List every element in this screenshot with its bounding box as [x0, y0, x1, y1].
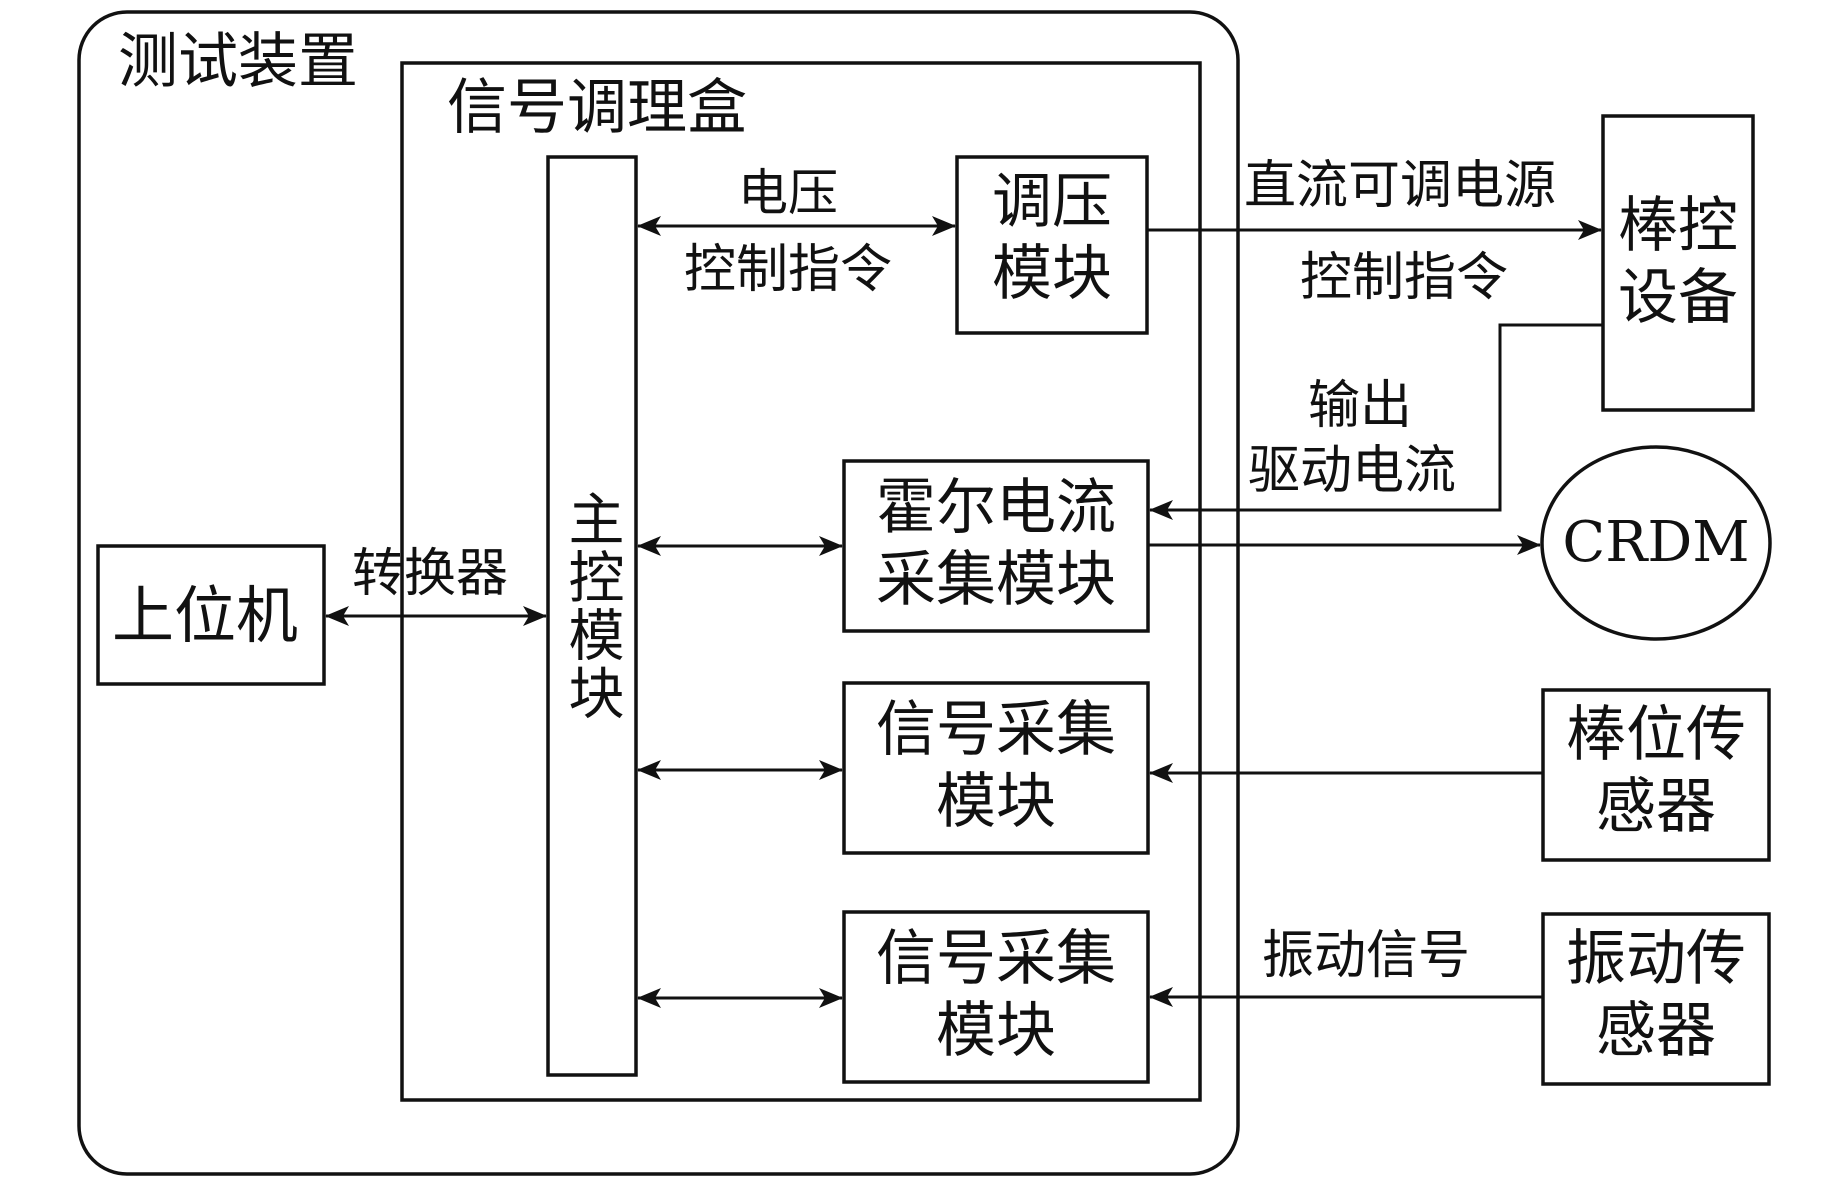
signal-box-container	[400, 61, 1202, 1102]
host-label: 上位机	[112, 579, 299, 652]
signal-acq-1-box	[842, 681, 1150, 855]
signal-acq-2-line-2: 模块	[936, 996, 1056, 1066]
voltage-regulator-line-1: 调压	[992, 167, 1112, 237]
signal-acq-2-box	[842, 910, 1150, 1084]
main-control-label: 主控模块	[559, 490, 624, 722]
signal-acq-2-line-1: 信号采集	[876, 924, 1116, 994]
dc-control-label: 控制指令	[1300, 248, 1509, 308]
hall-current-line-1: 霍尔电流	[876, 473, 1116, 543]
output-label: 输出	[1308, 376, 1413, 436]
rod-control-box	[1601, 114, 1755, 412]
voltage-regulator-box	[955, 155, 1149, 335]
voltage-regulator-line-2: 模块	[992, 239, 1112, 309]
rod-position-sensor-box	[1541, 688, 1771, 862]
voltage-regulator-label: 调压 模块	[957, 172, 1147, 304]
signal-box-title: 信号调理盒	[447, 73, 747, 143]
crdm-ellipse	[1540, 445, 1772, 641]
test-device-title: 测试装置	[118, 27, 358, 97]
drive-current-label: 驱动电流	[1248, 441, 1457, 501]
crdm-label: CRDM	[1562, 510, 1750, 575]
hall-current-line-2: 采集模块	[876, 545, 1116, 615]
rod-control-label: 棒控 设备	[1603, 196, 1753, 328]
voltage-label: 电压	[738, 164, 838, 222]
rod-position-sensor-line-2: 感器	[1596, 772, 1716, 842]
vibration-sensor-line-1: 振动传	[1566, 924, 1746, 994]
vibration-sensor-box	[1541, 912, 1771, 1086]
dc-power-label: 直流可调电源	[1244, 156, 1557, 216]
signal-acq-2-label: 信号采集 模块	[844, 929, 1148, 1061]
main-control-box	[546, 155, 638, 1077]
signal-acq-1-label: 信号采集 模块	[844, 700, 1148, 832]
host-box	[96, 544, 326, 686]
vibration-sensor-label: 振动传 感器	[1543, 929, 1769, 1061]
rod-control-line-1: 棒控	[1618, 191, 1738, 261]
hall-current-label: 霍尔电流 采集模块	[844, 478, 1148, 610]
rod-control-line-2: 设备	[1618, 263, 1738, 333]
rodcontrol-hall-arrow	[1149, 323, 1603, 520]
voltage-control-label: 控制指令	[684, 240, 893, 300]
test-device-container	[77, 10, 1240, 1176]
rod-position-sensor-label: 棒位传 感器	[1543, 705, 1769, 837]
signal-acq-1-line-2: 模块	[936, 767, 1056, 837]
signal-acq-1-line-1: 信号采集	[876, 695, 1116, 765]
vibration-signal-label: 振动信号	[1262, 926, 1471, 986]
converter-label: 转换器	[352, 544, 509, 604]
vibration-sensor-line-2: 感器	[1596, 996, 1716, 1066]
rod-position-sensor-line-1: 棒位传	[1566, 700, 1746, 770]
